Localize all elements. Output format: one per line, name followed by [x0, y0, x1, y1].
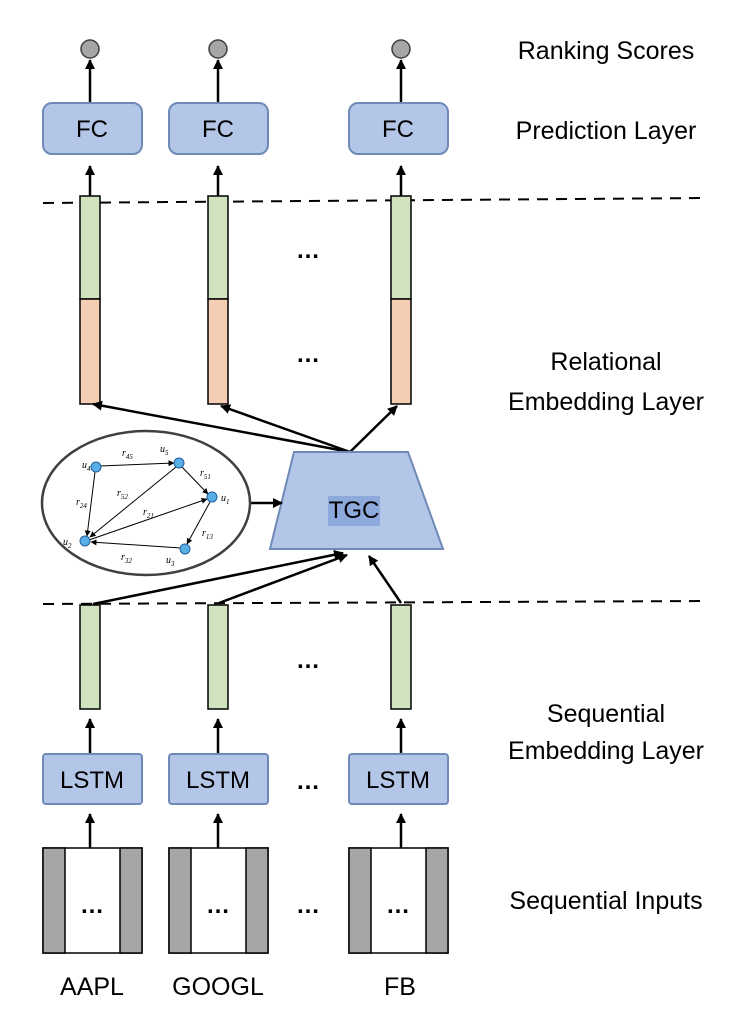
- ticker-label-googl: GOOGL: [172, 973, 264, 1001]
- lstm-label: LSTM: [366, 767, 430, 794]
- graph-node-u1: [206, 491, 218, 503]
- tgc-to-embed-arrow-2: [220, 404, 351, 454]
- ranking-scores-label: Ranking Scores: [518, 37, 694, 65]
- ticker-label-aapl: AAPL: [60, 973, 124, 1001]
- ellipsis-sequential-embedding: …: [296, 647, 320, 674]
- tgc-to-embed-arrow-3: [349, 405, 398, 453]
- ellipsis-input: …: [206, 892, 230, 919]
- graph-node-u5: [173, 457, 185, 469]
- relational-embedding-2: [207, 195, 229, 405]
- graph-node-u3: [179, 543, 191, 555]
- graph-edge-label-r45: r45: [122, 448, 133, 461]
- sequential-input-2: …: [168, 847, 269, 954]
- graph-ellipse: [40, 429, 252, 577]
- graph-edge-label-r51: r51: [200, 468, 211, 481]
- fc-block-1: FC: [42, 102, 143, 155]
- seq-to-tgc-arrow-1: [92, 549, 344, 606]
- seq-to-tgc-arrow-2: [218, 553, 348, 605]
- graph-node-label-u5: u5: [160, 444, 169, 457]
- graph-node-label-u1: u1: [221, 493, 230, 506]
- relational-layer-label-line1: Relational: [550, 348, 661, 376]
- ellipsis-input: …: [80, 892, 104, 919]
- graph-edge-r24: [84, 471, 96, 537]
- graph-edge-r21: [88, 497, 208, 541]
- lstm-block-1: LSTM: [42, 753, 143, 805]
- graph-edge-label-r24: r24: [76, 497, 87, 510]
- ticker-label-fb: FB: [384, 973, 416, 1001]
- graph-edge-label-r32: r32: [121, 552, 132, 565]
- fc-label: FC: [382, 116, 414, 143]
- relational-embedding-1: [79, 195, 101, 405]
- prediction-layer-label: Prediction Layer: [516, 117, 697, 145]
- tgc-label: TGC: [329, 497, 380, 524]
- graph-edge-r13: [186, 501, 211, 545]
- sequential-layer-label-line2: Embedding Layer: [508, 737, 704, 765]
- tgc-block: TGC: [268, 451, 445, 550]
- ellipsis-lstm: …: [296, 768, 320, 795]
- graph-edge-r52: [89, 466, 177, 538]
- sequential-layer-label-line1: Sequential: [547, 700, 665, 728]
- sequential-embedding-1: [79, 604, 101, 710]
- graph-node-u4: [90, 461, 102, 473]
- lstm-label: LSTM: [186, 767, 250, 794]
- ellipsis-inputs-between: …: [296, 892, 320, 919]
- fc-block-2: FC: [168, 102, 269, 155]
- score-node-3: [391, 39, 411, 59]
- lstm-block-3: LSTM: [348, 753, 449, 805]
- graph-edge-r45: [99, 460, 175, 467]
- graph-edge-label-r52: r52: [117, 488, 128, 501]
- graph-node-label-u4: u4: [82, 460, 91, 473]
- ellipsis-relational-lower: …: [296, 341, 320, 368]
- graph-node-u2: [79, 535, 91, 547]
- bottom-dashed-separator: [42, 600, 707, 605]
- sequential-input-1: …: [42, 847, 143, 954]
- lstm-label: LSTM: [60, 767, 124, 794]
- top-dashed-separator: [42, 197, 707, 204]
- sequential-embedding-3: [390, 604, 412, 710]
- sequential-input-3: …: [348, 847, 449, 954]
- fc-block-3: FC: [348, 102, 449, 155]
- score-node-2: [208, 39, 228, 59]
- sequential-inputs-label: Sequential Inputs: [509, 887, 702, 915]
- lstm-block-2: LSTM: [168, 753, 269, 805]
- fc-label: FC: [202, 116, 234, 143]
- relational-embedding-3: [390, 195, 412, 405]
- ellipsis-input: …: [386, 892, 410, 919]
- graph-edge-r51: [181, 466, 209, 495]
- graph-edge-label-r13: r13: [202, 528, 213, 541]
- tgc-to-embed-arrow-1: [92, 400, 351, 454]
- graph-node-label-u2: u2: [63, 537, 72, 550]
- ellipsis-relational-upper: …: [296, 237, 320, 264]
- graph-edge-label-r21: r21: [143, 507, 154, 520]
- score-node-1: [80, 39, 100, 59]
- graph-edge-r32: [90, 539, 182, 549]
- sequential-embedding-2: [207, 604, 229, 710]
- graph-node-label-u3: u3: [166, 555, 175, 568]
- seq-to-tgc-arrow-3: [367, 555, 403, 604]
- fc-label: FC: [76, 116, 108, 143]
- relational-layer-label-line2: Embedding Layer: [508, 388, 704, 416]
- relation-graph: u4 u5 u1 u2 u3 r45 r51 r24 r52 r21 r13 r…: [40, 429, 252, 577]
